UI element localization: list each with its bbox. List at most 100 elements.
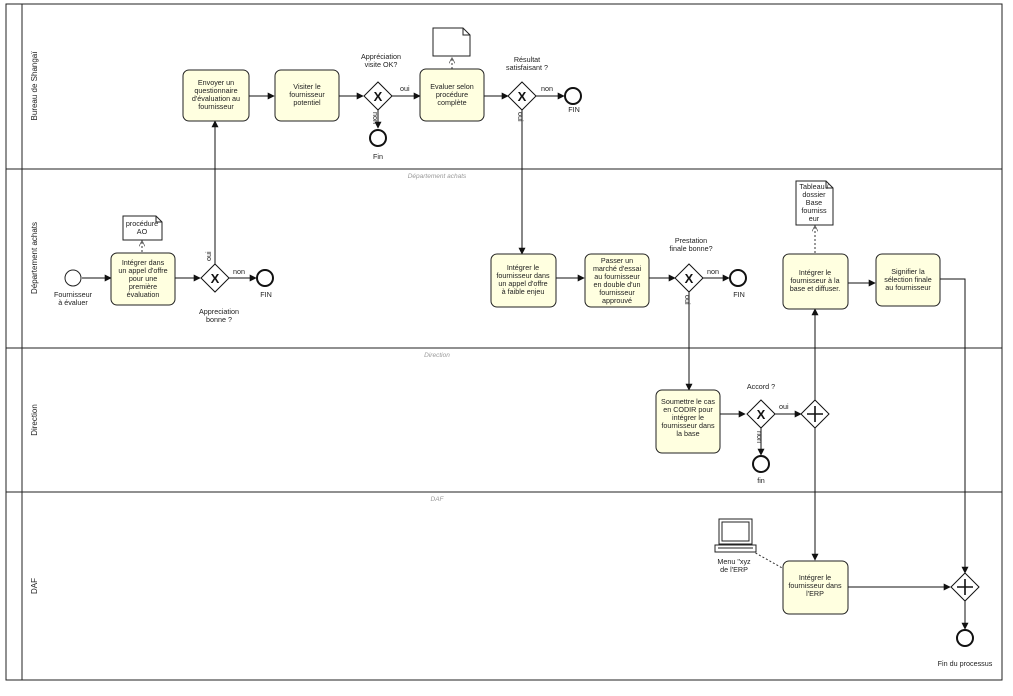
label-line: Signifier la	[891, 267, 925, 276]
label-line: Menu "xyz	[717, 557, 751, 566]
label-line: fournisseur	[599, 288, 635, 297]
lane-label-achats: Département achats	[30, 222, 39, 294]
end-label: Fin	[373, 152, 383, 161]
x-icon: X	[685, 271, 694, 286]
x-icon: X	[211, 271, 220, 286]
lane-label-direction: Direction	[30, 404, 39, 436]
lane-sub-direction: Direction	[424, 352, 450, 359]
gateway-exclusive-resultat[interactable]: X	[507, 81, 537, 111]
x-icon: X	[518, 89, 527, 104]
label-line: en CODIR pour	[663, 405, 713, 414]
label-line: visite OK?	[365, 60, 398, 69]
label-line: Intégrer le	[799, 268, 831, 277]
lane-sub-achats: Département achats	[408, 173, 467, 180]
end-event[interactable]	[729, 269, 747, 287]
gateway-exclusive-visite[interactable]: X	[363, 81, 393, 111]
label-line: Tableau /	[799, 182, 828, 191]
label-line: dossier	[802, 190, 826, 199]
pool: Bureau de Shangaï Département achats Dir…	[5, 3, 1003, 681]
label-line: Prestation	[675, 236, 707, 245]
label-line: fournisseur dans	[496, 271, 550, 280]
flow-label-non: non	[541, 84, 553, 93]
label-line: fourniss	[801, 206, 827, 215]
label-line: Passer un	[601, 256, 633, 265]
label-line: première	[129, 282, 157, 291]
label-line: évaluation	[127, 290, 160, 299]
lane-label-daf: DAF	[30, 578, 39, 594]
document-blank[interactable]	[432, 27, 471, 57]
label-line: sélection finale	[884, 275, 932, 284]
label-line: à évaluer	[58, 298, 88, 307]
gateway-exclusive-appreciation[interactable]: X	[200, 263, 230, 293]
label-line: complète	[437, 98, 466, 107]
end-label-processus: Fin du processus	[938, 659, 993, 668]
end-event-processus[interactable]	[956, 629, 974, 647]
label-line: intégrer le	[672, 413, 704, 422]
label-line: un appel d'offre	[498, 279, 547, 288]
computer-icon[interactable]	[714, 518, 757, 553]
label-line: de l'ERP	[720, 565, 748, 574]
label-line: finale bonne?	[669, 244, 712, 253]
gateway-parallel-direction[interactable]	[800, 399, 830, 429]
label-line: l'ERP	[806, 589, 824, 598]
label-line: Intégrer le	[507, 263, 539, 272]
flow	[940, 278, 969, 574]
flow-label-non: non	[233, 267, 245, 276]
label-line: Base	[806, 198, 822, 207]
label-line: Intégrer dans	[122, 258, 165, 267]
label-line: procédure	[126, 219, 158, 228]
label-line: la base	[676, 429, 699, 438]
label-line: fournisseur à la	[790, 276, 839, 285]
gateway-parallel-daf[interactable]	[950, 572, 980, 602]
label-line: fournisseur dans	[788, 581, 842, 590]
gateway-exclusive-accord[interactable]: X	[746, 399, 776, 429]
label-line: marché d'essai	[593, 264, 642, 273]
end-label: fin	[757, 476, 765, 485]
end-event[interactable]	[369, 129, 387, 147]
label-line: Intégrer le	[799, 573, 831, 582]
label-line: fournisseur	[289, 90, 325, 99]
label-line: au fournisseur	[885, 283, 931, 292]
flow-label-oui: oui	[779, 402, 789, 411]
sequence-flows	[82, 92, 969, 630]
flow-label-oui: oui	[516, 112, 525, 122]
label-line: Visiter le	[293, 82, 320, 91]
events	[64, 87, 974, 647]
label-line: Envoyer un	[198, 78, 234, 87]
label-line: fournisseur dans	[661, 421, 715, 430]
label-line: Evaluer selon	[430, 82, 474, 91]
end-event[interactable]	[256, 269, 274, 287]
end-event[interactable]	[564, 87, 582, 105]
label-line: Résultat	[514, 55, 540, 64]
x-icon: X	[374, 89, 383, 104]
label-line: base et diffuser.	[790, 284, 841, 293]
end-label: FIN	[568, 105, 580, 114]
start-event[interactable]	[64, 269, 82, 287]
lane-sub-daf: DAF	[431, 496, 445, 503]
end-event[interactable]	[752, 455, 770, 473]
gateway-exclusive-prestation[interactable]: X	[674, 263, 704, 293]
